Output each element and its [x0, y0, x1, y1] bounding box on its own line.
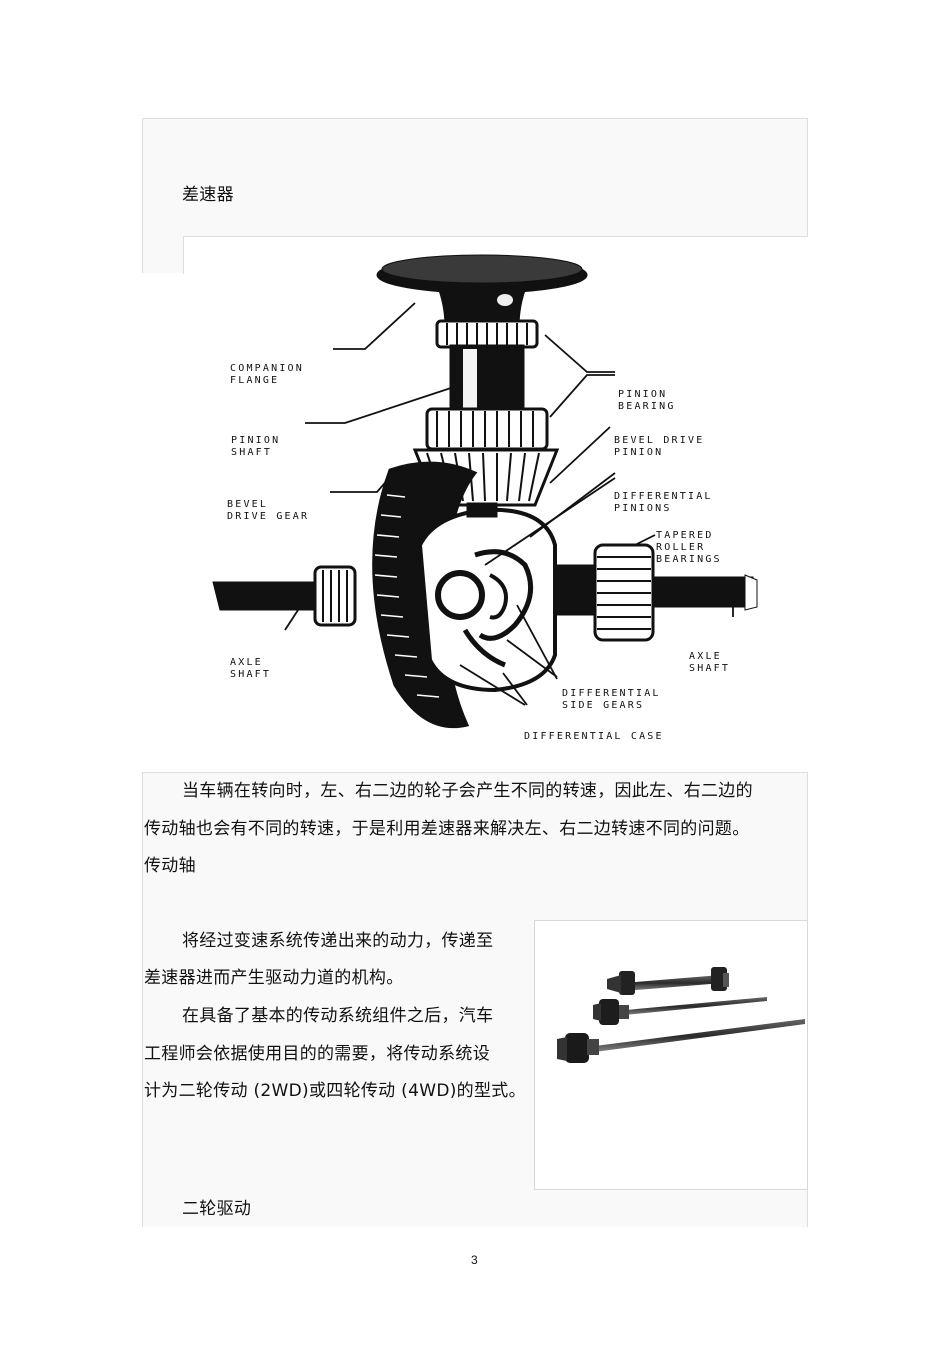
section-heading-differential: 差速器	[182, 185, 234, 205]
section-heading-two-wheel-drive: 二轮驱动	[182, 1199, 252, 1219]
driveshaft-photo	[534, 920, 808, 1190]
paragraph-differential-line-2: 传动轴也会有不同的转速，于是利用差速器来解决左、右二边转速不同的问题。	[144, 819, 750, 839]
page-number: 3	[471, 1253, 478, 1267]
paragraph-driveshaft-2-line-2: 工程师会依据使用目的的需要，将传动系统设	[144, 1044, 490, 1064]
paragraph-driveshaft-1-line-2: 差速器进而产生驱动力道的机构。	[144, 968, 404, 988]
section-heading-driveshaft: 传动轴	[144, 856, 196, 876]
paragraph-driveshaft-2-line-3: 计为二轮传动 (2WD)或四轮传动 (4WD)的型式。	[144, 1081, 526, 1101]
differential-diagram	[212, 254, 758, 729]
paragraph-driveshaft-2-line-1: 在具备了基本的传动系统组件之后，汽车	[182, 1006, 494, 1026]
paragraph-driveshaft-1-line-1: 将经过变速系统传递出来的动力，传递至	[182, 931, 494, 951]
paragraph-differential-line-1: 当车辆在转向时，左、右二边的轮子会产生不同的转速，因此左、右二边的	[182, 781, 753, 801]
label-differential-case: DIFFERENTIAL CASE	[524, 731, 664, 742]
